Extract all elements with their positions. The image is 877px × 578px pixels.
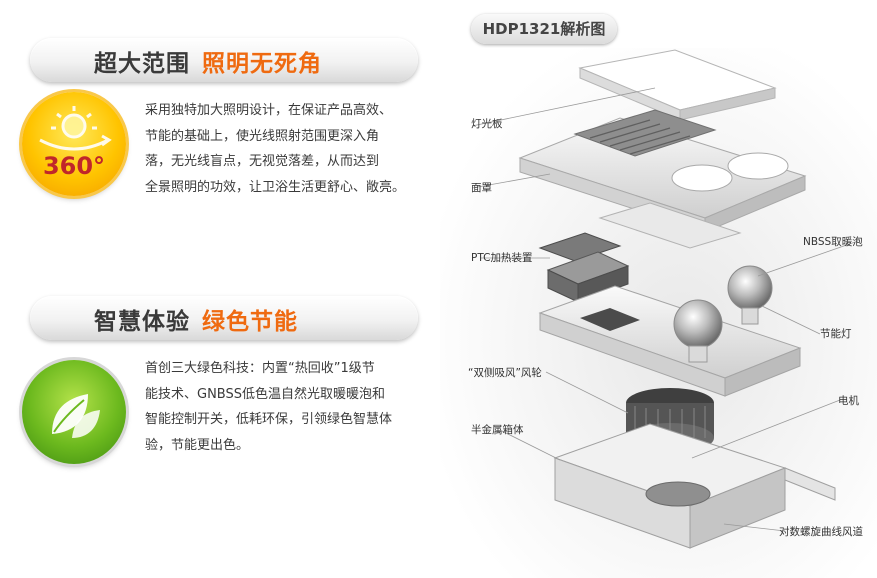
- exploded-view-diagram: [440, 48, 877, 578]
- green-line-2: 能技术、GNBSS低色温自然光取暖暖泡和: [145, 386, 385, 402]
- label-energy-lamp: 节能灯: [820, 328, 852, 340]
- headline-pill-green: 智慧体验绿色节能: [30, 296, 418, 340]
- leaf-icon: [22, 360, 126, 464]
- label-face-cover: 面罩: [471, 182, 492, 194]
- headline-lighting: 超大范围照明无死角: [94, 44, 322, 78]
- metal-box-part: [553, 423, 836, 549]
- green-description: 首创三大绿色科技：内置“热回收”1级节 能技术、GNBSS低色温自然光取暖暖泡和…: [145, 356, 425, 458]
- nbss-bulb-part: [673, 265, 773, 363]
- lighting-description: 采用独特加大照明设计，在保证产品高效、 节能的基础上，使光线照射范围更深入角 落…: [145, 98, 425, 200]
- leader-lines: [471, 87, 859, 532]
- sun-360-label: 360°: [42, 152, 106, 180]
- label-light-panel: 灯光板: [471, 118, 503, 130]
- label-motor: 电机: [838, 395, 859, 407]
- label-duct: 对数螺旋曲线风道: [779, 526, 863, 538]
- headline-lighting-dark: 超大范围: [94, 51, 190, 77]
- light-panel-part: [578, 49, 777, 121]
- inner-plate-part: [598, 202, 742, 249]
- headline-green: 智慧体验绿色节能: [94, 302, 298, 336]
- headline-green-dark: 智慧体验: [94, 309, 190, 335]
- label-double-fan: “双侧吸风”风轮: [468, 367, 542, 379]
- green-line-1: 首创三大绿色科技：内置“热回收”1级节: [145, 361, 375, 376]
- main-frame-part: [538, 285, 802, 397]
- lighting-line-1: 采用独特加大照明设计，在保证产品高效、: [145, 103, 393, 118]
- lighting-line-3: 落，无光线盲点，无视觉落差，从而达到: [145, 154, 380, 169]
- green-line-3: 智能控制开关，低耗环保，引领绿色智慧体: [145, 412, 393, 427]
- headline-lighting-accent: 照明无死角: [202, 51, 322, 77]
- diagram-title: HDP1321解析图: [471, 14, 617, 44]
- lighting-line-4: 全景照明的功效，让卫浴生活更舒心、敞亮。: [145, 179, 406, 195]
- label-ptc-heater: PTC加热装置: [471, 252, 533, 264]
- green-line-4: 验，节能更出色。: [145, 437, 250, 453]
- lighting-line-2: 节能的基础上，使光线照射范围更深入角: [145, 128, 380, 144]
- label-metal-box: 半金属箱体: [471, 424, 524, 436]
- ptc-heater-part: [538, 232, 630, 303]
- headline-pill-lighting: 超大范围照明无死角: [30, 38, 418, 82]
- sun-360-icon: 360°: [22, 92, 126, 196]
- headline-green-accent: 绿色节能: [202, 309, 298, 335]
- label-nbss-bulb: NBSS取暖泡: [803, 236, 863, 248]
